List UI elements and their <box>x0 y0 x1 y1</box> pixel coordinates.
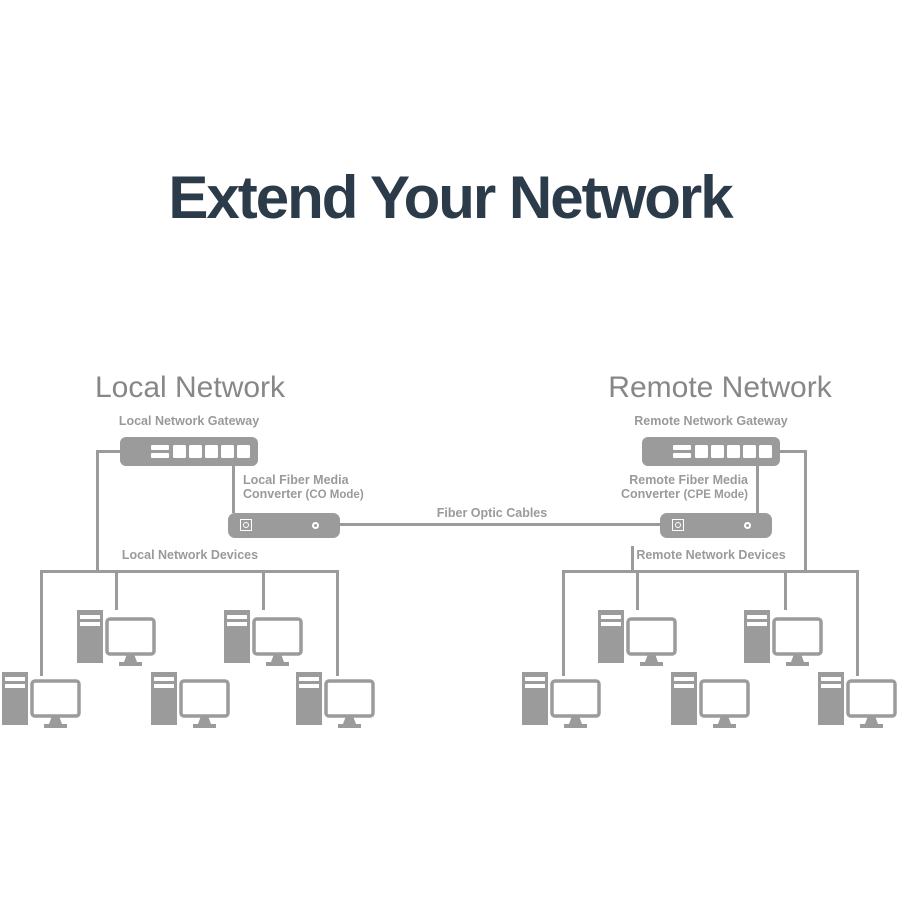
computer-icon <box>2 672 82 732</box>
fiber-port-icon <box>240 519 252 531</box>
page-title: Extend Your Network <box>168 164 733 231</box>
computer-icon <box>598 610 678 670</box>
local-device-drop-line <box>115 570 118 610</box>
local-device-drop-line <box>262 570 265 610</box>
remote-converter-label-line1: Remote Fiber Media <box>629 473 748 487</box>
remote-devices-bus-line <box>562 570 859 573</box>
remote-device-drop-line <box>784 570 787 610</box>
gateway-port-icon <box>743 445 756 458</box>
computer-icon <box>522 672 602 732</box>
local-gateway-device <box>120 437 258 466</box>
local-gateway-label: Local Network Gateway <box>118 414 260 428</box>
remote-converter-link-line <box>756 466 759 513</box>
local-gateway-feed-line <box>96 450 99 572</box>
remote-gateway-label: Remote Network Gateway <box>634 414 788 428</box>
power-led-icon <box>312 522 319 529</box>
local-converter-label: Local Fiber Media Converter (CO Mode) <box>243 473 364 502</box>
fiber-port-icon <box>672 519 684 531</box>
remote-fiber-converter-device <box>660 513 772 538</box>
computer-icon <box>671 672 751 732</box>
local-devices-label: Local Network Devices <box>121 548 259 562</box>
remote-devices-label-connector-line <box>631 546 634 572</box>
local-converter-label-line2: Converter <box>243 487 303 501</box>
remote-device-drop-line <box>636 570 639 610</box>
gateway-port-icon <box>221 445 234 458</box>
local-converter-link-line <box>232 466 235 513</box>
remote-devices-label: Remote Network Devices <box>636 548 786 562</box>
gateway-port-icon <box>173 445 186 458</box>
remote-device-drop-line <box>856 570 859 676</box>
gateway-port-icon <box>237 445 250 458</box>
computer-icon <box>818 672 898 732</box>
computer-icon <box>296 672 376 732</box>
local-devices-bus-line <box>40 570 338 573</box>
remote-converter-label-line2: Converter <box>620 487 680 501</box>
remote-converter-label: Remote Fiber Media Converter (CPE Mode) <box>548 473 748 502</box>
remote-gateway-bracket-line <box>780 450 806 453</box>
local-converter-mode: (CO Mode) <box>305 489 364 501</box>
gateway-port-icon <box>695 445 708 458</box>
gateway-port-icon <box>205 445 218 458</box>
gateway-status-bars-icon <box>673 445 691 458</box>
gateway-port-icon <box>711 445 724 458</box>
local-fiber-converter-device <box>228 513 340 538</box>
gateway-port-icon <box>759 445 772 458</box>
gateway-status-bars-icon <box>151 445 169 458</box>
gateway-port-icon <box>189 445 202 458</box>
local-gateway-bracket-line <box>96 450 122 453</box>
gateway-port-icon <box>727 445 740 458</box>
fiber-optic-cable-line <box>340 523 660 526</box>
local-device-drop-line <box>336 570 339 676</box>
computer-icon <box>151 672 231 732</box>
power-led-icon <box>744 522 751 529</box>
remote-device-drop-line <box>562 570 565 676</box>
computer-icon <box>744 610 824 670</box>
remote-gateway-feed-line <box>804 450 807 572</box>
remote-gateway-device <box>642 437 780 466</box>
computer-icon <box>77 610 157 670</box>
computer-icon <box>224 610 304 670</box>
remote-converter-mode: (CPE Mode) <box>683 489 748 501</box>
local-network-heading: Local Network <box>94 371 286 404</box>
remote-network-heading: Remote Network <box>608 371 832 404</box>
local-converter-label-line1: Local Fiber Media <box>243 473 349 487</box>
fiber-optic-cables-label: Fiber Optic Cables <box>436 506 548 520</box>
local-device-drop-line <box>40 570 43 676</box>
